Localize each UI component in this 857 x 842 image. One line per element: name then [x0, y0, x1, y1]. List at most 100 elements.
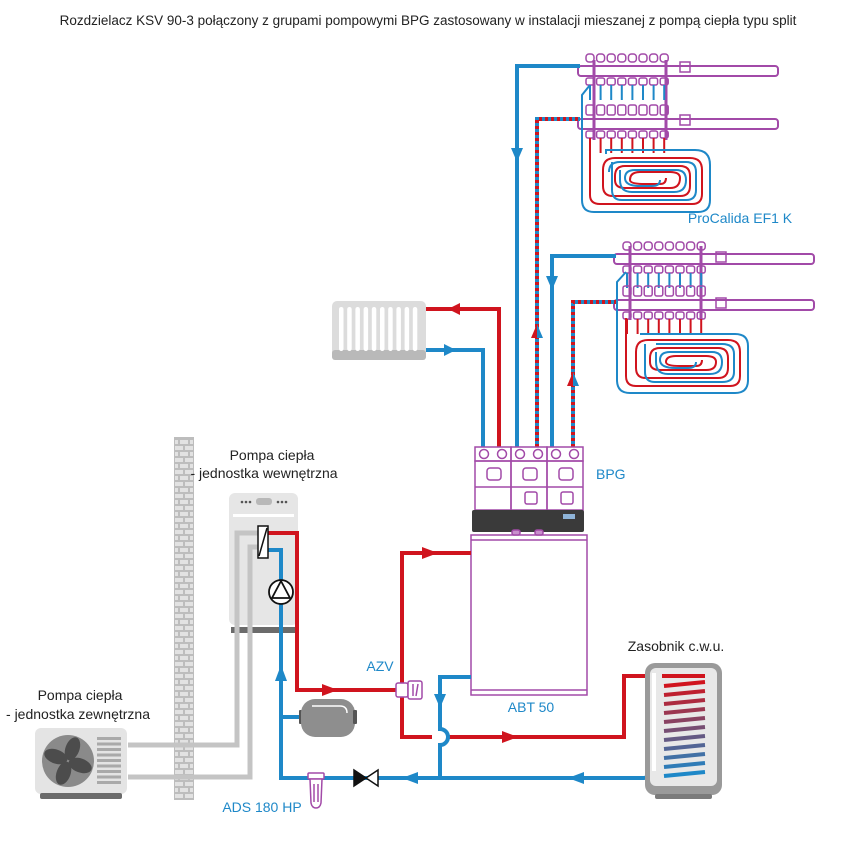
- bpg-port: [532, 448, 544, 460]
- brick: [190, 704, 193, 708]
- brick: [175, 458, 183, 462]
- manifold-valve: [606, 77, 616, 86]
- brick: [175, 482, 183, 486]
- manifold-valve: [685, 285, 696, 297]
- brick: [175, 506, 183, 510]
- brick: [175, 446, 183, 450]
- brick: [180, 692, 188, 696]
- manifold-valve: [622, 241, 632, 251]
- flow-arrow: [531, 324, 537, 338]
- brick: [175, 662, 183, 666]
- flow-arrow: [322, 684, 338, 696]
- brick: [185, 578, 193, 582]
- brick: [180, 764, 188, 768]
- brick: [175, 704, 178, 708]
- brick: [185, 470, 193, 474]
- manifold-valve: [675, 265, 685, 274]
- brick: [190, 788, 193, 792]
- brick: [175, 746, 183, 750]
- manifold-valve: [638, 77, 648, 86]
- manifold-valve: [585, 53, 595, 63]
- brick: [185, 506, 193, 510]
- indoor-unit-label-line1: Pompa ciepła: [230, 447, 315, 463]
- brick: [175, 620, 178, 624]
- grille-slat: [97, 737, 121, 740]
- brick: [175, 602, 183, 606]
- ksv-distributor: [472, 510, 584, 532]
- manifold-valve: [622, 285, 632, 297]
- brick: [175, 710, 183, 714]
- radiator-fin: [412, 307, 418, 351]
- brick: [185, 638, 193, 642]
- brick: [185, 590, 193, 594]
- grille-slat: [97, 742, 121, 746]
- brick: [185, 482, 193, 486]
- bpg-port: [550, 448, 562, 460]
- brick: [190, 764, 193, 768]
- dhw-tank-label: Zasobnik c.w.u.: [628, 638, 725, 654]
- manifold-valve: [638, 53, 648, 63]
- manifold-valve: [664, 265, 675, 274]
- brick: [185, 758, 193, 762]
- outdoor-unit: [35, 728, 127, 799]
- brick: [175, 758, 183, 762]
- grille-slat: [97, 770, 121, 773]
- flow-arrow: [546, 276, 558, 290]
- brick: [185, 542, 193, 546]
- brick: [175, 584, 178, 588]
- brick: [180, 452, 188, 456]
- manifold-valve: [654, 311, 664, 320]
- coil-turn: [663, 716, 706, 724]
- brick: [185, 458, 193, 462]
- manifold-valve: [627, 77, 638, 86]
- brick: [175, 764, 178, 768]
- grille-slat: [97, 759, 121, 762]
- brick: [175, 566, 183, 570]
- manifold-valve: [595, 130, 606, 139]
- brick: [175, 512, 178, 516]
- pipes-radiator: [426, 307, 501, 447]
- coil-turn: [663, 698, 706, 706]
- radiator: [332, 301, 426, 360]
- flow-arrow: [537, 324, 543, 338]
- grille-slat: [97, 753, 121, 757]
- brick: [175, 686, 183, 690]
- grille-slat: [97, 775, 121, 779]
- manifold-valve: [664, 241, 675, 251]
- brick: [175, 572, 178, 576]
- manifold-valve: [595, 77, 606, 86]
- brick: [190, 476, 193, 480]
- pipes-floor-heating: [515, 64, 616, 447]
- brick: [180, 656, 188, 660]
- procalida-label: ProCalida EF1 K: [688, 210, 793, 226]
- manifold-valve: [696, 285, 706, 297]
- bpg-port: [478, 448, 490, 460]
- manifold-valve: [675, 311, 685, 320]
- manifold-valve: [627, 53, 638, 63]
- radiator-fin: [363, 307, 369, 351]
- expansion-vessel: [299, 699, 357, 737]
- flow-arrow: [568, 772, 584, 784]
- brick: [180, 476, 188, 480]
- brick: [175, 728, 178, 732]
- manifold-valve: [585, 104, 595, 116]
- brick: [175, 722, 183, 726]
- brick: [180, 572, 188, 576]
- manifold-valve: [595, 104, 606, 116]
- coil-turn: [663, 734, 706, 742]
- brick: [185, 518, 193, 522]
- brick: [190, 608, 193, 612]
- radiator-fin: [380, 307, 385, 351]
- underfloor-manifold-top: [577, 53, 779, 153]
- manifold-valve: [627, 104, 638, 116]
- brick: [190, 596, 193, 600]
- manifold-valve: [606, 130, 616, 139]
- grille-slat: [97, 781, 121, 784]
- manifold-valve: [648, 104, 659, 116]
- brick: [175, 626, 183, 630]
- brick: [190, 632, 193, 636]
- brick: [175, 590, 183, 594]
- brick: [185, 770, 193, 774]
- manifold-valve: [606, 53, 616, 63]
- brick: [190, 440, 193, 444]
